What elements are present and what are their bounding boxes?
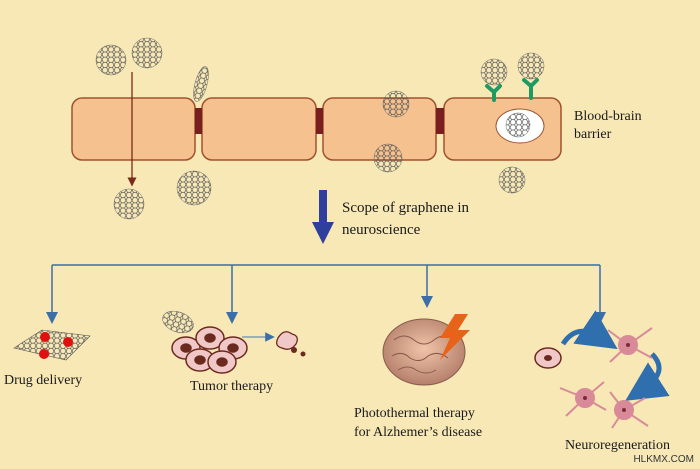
scope-label-line1: Scope of graphene in <box>342 200 470 216</box>
graphene-particle <box>176 170 212 206</box>
down-arrow-icon <box>312 190 334 244</box>
graphene-particle <box>95 44 127 76</box>
cell-debris <box>300 351 306 357</box>
photothermal-label-line1: Photothermal therapy <box>354 406 475 421</box>
receptor-icon <box>485 84 502 102</box>
photothermal-graphic <box>382 314 470 386</box>
branch-connector <box>46 264 606 324</box>
receptors <box>485 78 539 102</box>
watermark: HLKMX.COM <box>633 454 694 465</box>
drug-delivery-label: Drug delivery <box>4 373 83 388</box>
blood-brain-barrier-label: Blood-brain barrier <box>574 108 642 144</box>
bbb-label-line1: Blood-brain <box>574 109 642 124</box>
drug-particle <box>40 332 50 342</box>
neuron-icon <box>607 327 653 363</box>
graphene-particles <box>95 37 545 220</box>
blood-brain-barrier <box>71 97 562 161</box>
graphene-particle <box>517 52 545 80</box>
photothermal-label-line2: for Alzhemer’s disease <box>354 425 483 440</box>
graphene-sheet <box>162 310 194 334</box>
graphene-particle <box>498 166 526 194</box>
curved-arrow-icon <box>625 352 670 401</box>
graphene-particle <box>480 58 508 86</box>
neuroregeneration-label: Neuroregeneration <box>565 438 670 453</box>
drug-particle <box>63 337 73 347</box>
cell-debris <box>291 347 297 353</box>
receptor-icon <box>522 78 539 100</box>
tight-junction <box>195 108 202 134</box>
bbb-label-line2: barrier <box>574 127 612 142</box>
endothelial-cell <box>201 97 317 161</box>
scope-label: Scope of graphene in neuroscience <box>342 197 469 241</box>
tight-junction <box>316 108 323 134</box>
tumor-cells <box>171 326 248 374</box>
dead-cell-fragment <box>276 331 298 350</box>
curved-arrow-icon <box>560 310 618 350</box>
photothermal-label: Photothermal therapy for Alzhemer’s dise… <box>354 404 482 442</box>
graphene-particle <box>382 90 410 118</box>
tumor-therapy-graphic <box>162 310 306 374</box>
scope-label-line2: neuroscience <box>342 222 421 238</box>
graphene-particle <box>373 143 403 173</box>
graphene-particle <box>113 188 145 220</box>
drug-delivery-graphic <box>13 329 91 361</box>
graphene-sheet <box>193 66 209 102</box>
tight-junction <box>436 108 444 134</box>
tumor-therapy-label: Tumor therapy <box>190 379 274 394</box>
neuron-icon <box>609 391 649 429</box>
drug-particle <box>39 349 49 359</box>
neuron-icon <box>559 381 607 417</box>
graphene-sheet <box>13 329 91 361</box>
endothelial-cell <box>71 97 196 161</box>
graphene-particle <box>131 37 163 69</box>
lightning-icon <box>440 314 470 360</box>
graphene-particle <box>505 112 531 138</box>
neuroregeneration-graphic <box>534 310 670 429</box>
